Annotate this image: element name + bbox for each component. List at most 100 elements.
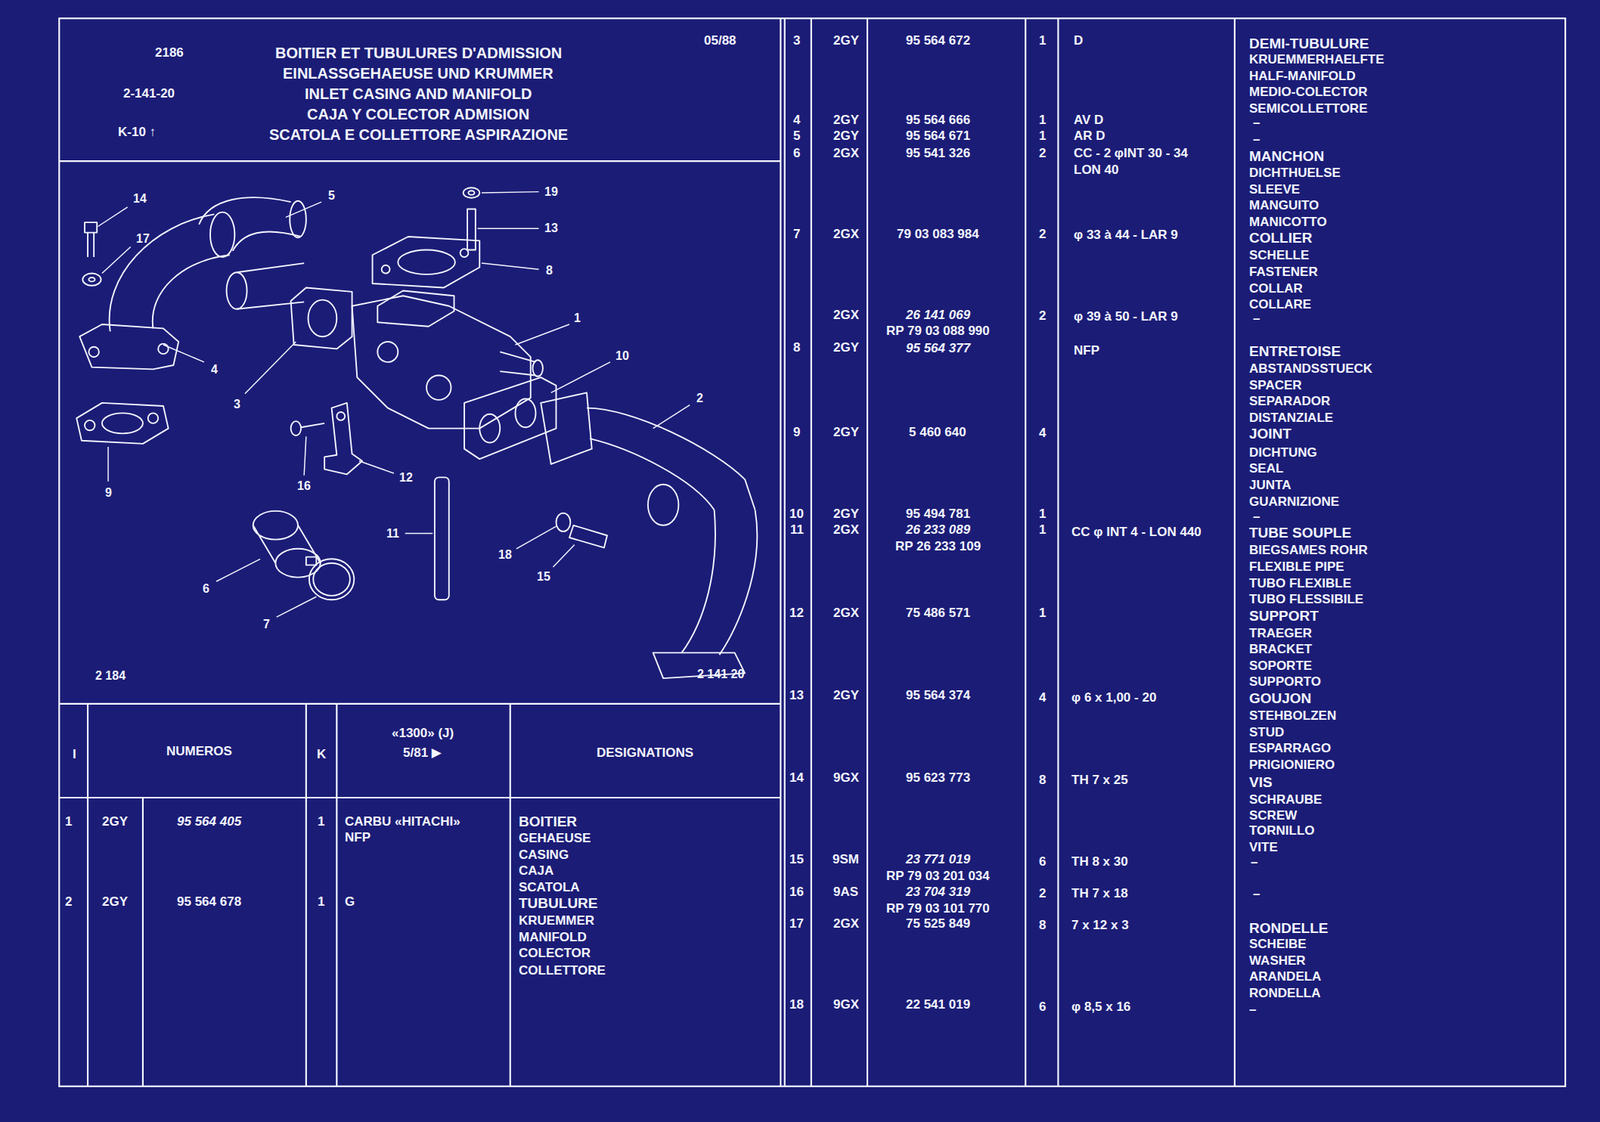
table-cell: RP 79 03 201 034 <box>886 869 990 884</box>
table-cell: 7 <box>793 227 800 242</box>
table-cell: FLEXIBLE PIPE <box>1249 560 1345 575</box>
table-cell: 12 <box>789 606 804 621</box>
designation-heading: GOUJON <box>1249 691 1312 707</box>
superseded-number: 95 564 405 <box>176 815 242 830</box>
designation-heading: VIS <box>1249 775 1273 791</box>
table-cell: 2GX <box>833 227 859 242</box>
superseded-number: 26 141 069 <box>905 308 971 323</box>
leader-line <box>276 596 317 618</box>
table-cell: DICHTUNG <box>1249 446 1318 461</box>
designation-heading: TUBULURE <box>518 896 599 912</box>
table-cell: – <box>1252 133 1260 148</box>
table-cell: 8 <box>1038 918 1046 934</box>
table-rule <box>142 797 144 1087</box>
exploded-view <box>306 557 317 566</box>
table-cell: φ 39 à 50 - LAR 9 <box>1073 310 1179 325</box>
exploded-view <box>381 265 391 274</box>
table-cell: 2 <box>1038 309 1046 324</box>
callout-number: 14 <box>133 192 147 206</box>
designation-heading: ENTRETOISE <box>1249 344 1341 360</box>
table-cell: 2 <box>65 895 72 910</box>
exploded-view <box>479 414 500 444</box>
table-cell: 95 564 671 <box>905 129 971 144</box>
table-rule <box>335 703 338 1087</box>
table-cell: 17 <box>789 917 804 932</box>
table-cell: 9 <box>793 425 800 441</box>
table-cell: TH 8 x 30 <box>1071 855 1129 870</box>
table-cell: ESPARRAGO <box>1249 741 1331 757</box>
table-cell: BIEGSAMES ROHR <box>1249 543 1368 559</box>
table-cell: 2GY <box>833 341 859 356</box>
table-cell: 6 <box>1038 855 1046 870</box>
table-cell: 16 <box>789 885 804 900</box>
table-cell: DISTANZIALE <box>1249 411 1334 426</box>
leader-line <box>216 558 261 582</box>
leader-line <box>244 341 296 394</box>
callout-number: 9 <box>105 486 112 500</box>
exploded-view <box>300 423 325 428</box>
table-rule <box>305 703 307 1087</box>
callout-number: 18 <box>498 548 512 562</box>
table-cell: 79 03 083 984 <box>896 227 980 242</box>
table-cell: K <box>316 747 326 763</box>
exploded-view <box>79 324 179 369</box>
table-cell: SCATOLA <box>518 880 580 896</box>
table-cell: 2 <box>1038 886 1046 902</box>
superseded-number: 23 704 319 <box>905 885 971 900</box>
exploded-view <box>377 290 454 326</box>
exploded-view <box>648 484 679 526</box>
exploded-view <box>555 513 571 532</box>
table-cell: 95 564 672 <box>905 34 971 49</box>
table-cell: LON 40 <box>1073 163 1120 178</box>
callout-number: 16 <box>297 479 311 494</box>
table-cell: AR D <box>1073 129 1106 144</box>
table-cell: 75 486 571 <box>905 606 971 621</box>
leader-line <box>102 246 131 273</box>
table-cell: 2GY <box>833 129 859 144</box>
exploded-view <box>324 403 363 475</box>
table-cell: 1 <box>1038 34 1046 49</box>
leader-line <box>303 436 307 475</box>
table-cell: CC φ INT 4 - LON 440 <box>1071 525 1202 540</box>
table-cell: 4 <box>793 113 800 128</box>
table-cell: BRACKET <box>1249 642 1312 658</box>
exploded-view <box>372 236 481 288</box>
callout-number: 1 <box>573 311 581 326</box>
table-cell: RONDELLA <box>1249 986 1321 1002</box>
table-cell: ARANDELA <box>1249 970 1321 985</box>
table-cell: 15 <box>789 852 804 868</box>
leader-line <box>514 324 570 345</box>
table-rule <box>866 18 869 1086</box>
exploded-view <box>84 420 95 431</box>
table-cell: 2186 <box>155 46 184 61</box>
superseded-number: 23 771 019 <box>905 852 971 868</box>
table-cell: GEHAEUSE <box>518 831 591 847</box>
leader-line <box>481 263 540 270</box>
table-cell: CC - 2 φINT 30 - 34 <box>1073 146 1188 162</box>
table-cell: 18 <box>789 998 804 1013</box>
table-cell: MANGUITO <box>1249 198 1319 214</box>
exploded-view <box>463 187 481 198</box>
exploded-view <box>86 232 89 258</box>
table-cell: MANICOTTO <box>1249 215 1328 230</box>
table-cell: 95 564 666 <box>905 113 971 128</box>
callout-number: 5 <box>328 189 335 203</box>
callout-number: 2 184 <box>95 669 126 683</box>
table-cell: COLLARE <box>1249 297 1312 313</box>
table-cell: 5 <box>793 129 800 144</box>
callout-number: 4 <box>210 362 218 377</box>
table-cell: TUBO FLEXIBLE <box>1249 576 1352 592</box>
table-cell: – <box>1252 312 1260 327</box>
callout-number: 11 <box>386 527 400 541</box>
exploded-view <box>540 392 592 464</box>
table-cell: JUNTA <box>1249 478 1291 494</box>
exploded-view <box>397 250 456 275</box>
table-cell: RP 26 233 109 <box>895 539 981 555</box>
table-cell: 6 <box>793 146 800 162</box>
table-cell: 1 <box>317 895 325 910</box>
table-cell: CASING <box>518 848 569 863</box>
leader-line <box>98 207 128 227</box>
designation-heading: RONDELLE <box>1249 920 1329 937</box>
table-cell: 1 <box>65 815 72 830</box>
table-cell: 8 <box>1038 773 1046 788</box>
